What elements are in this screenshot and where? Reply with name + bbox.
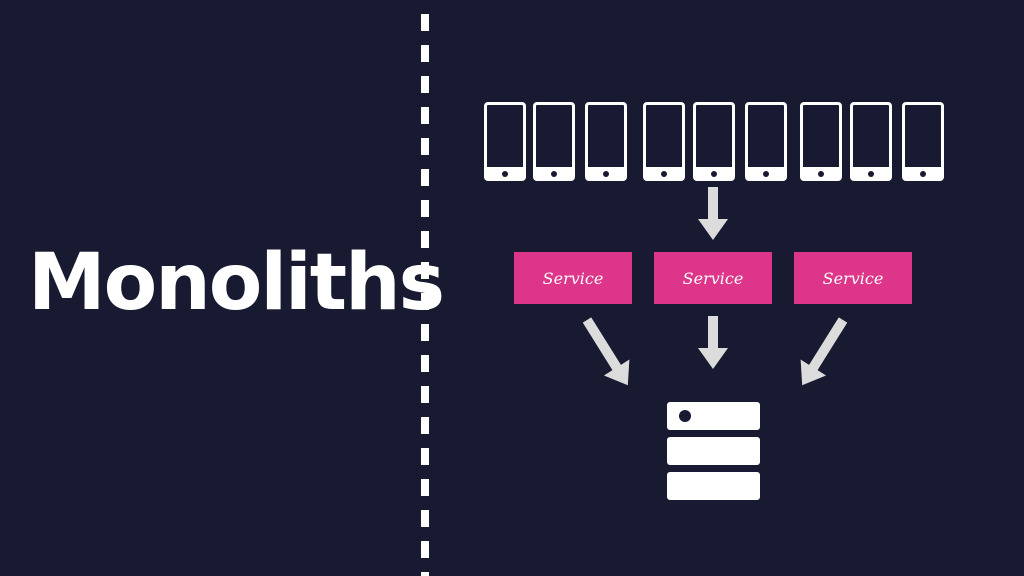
phone-icon [643,102,685,181]
phone-icon [484,102,526,181]
arrow-diagonal-icon [800,317,848,386]
phone-icon [800,102,842,181]
database-disk [667,402,760,430]
slide-title: Monoliths [28,238,445,328]
service-box: Service [514,252,632,304]
service-box: Service [654,252,772,304]
arrow-down-icon [698,316,728,369]
arrow-diagonal-icon [582,317,630,386]
phone-icon [850,102,892,181]
database-disk [667,472,760,500]
phone-icon [745,102,787,181]
phone-icon [902,102,944,181]
phone-icon [693,102,735,181]
phone-icon [585,102,627,181]
arrow-down-icon [698,187,728,240]
phone-icon [533,102,575,181]
dashed-divider [421,14,429,576]
database-disk [667,437,760,465]
service-box: Service [794,252,912,304]
